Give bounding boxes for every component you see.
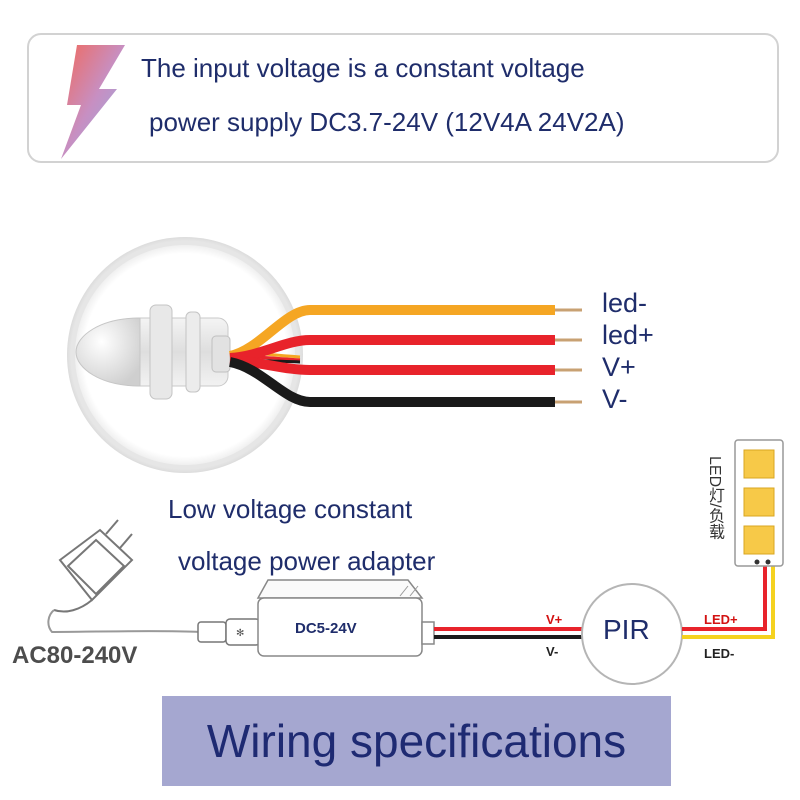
info-banner: The input voltage is a constant voltage … <box>27 33 779 163</box>
svg-text:✻: ✻ <box>236 628 244 639</box>
footer-banner: Wiring specifications <box>162 696 671 786</box>
label-v-plus: V+ <box>546 612 563 627</box>
sensor-wire-bundle <box>228 305 582 407</box>
adapter-title-line-2: voltage power adapter <box>178 546 436 576</box>
lightning-bolt-icon <box>61 45 125 159</box>
label-led-plus: LED+ <box>704 612 738 627</box>
pir-label: PIR <box>603 614 650 645</box>
banner-line-1: The input voltage is a constant voltage <box>141 53 585 83</box>
mains-plug-icon <box>47 519 201 634</box>
label-led-minus: LED- <box>704 646 735 661</box>
adapter-module-label: DC5-24V <box>295 620 357 637</box>
mains-voltage-label: AC80-240V <box>12 642 138 669</box>
adapter-title-line-1: Low voltage constant <box>168 494 413 524</box>
wire-label-v-minus: V- <box>602 384 628 414</box>
led-strip <box>734 439 784 567</box>
dc-adapter-module: ✻ <box>197 579 435 657</box>
wire-label-led-plus: led+ <box>602 320 654 350</box>
banner-line-2: power supply DC3.7-24V (12V4A 24V2A) <box>149 107 625 137</box>
label-v-minus: V- <box>546 644 559 659</box>
pir-module-circle <box>581 583 683 685</box>
pir-sensor-photo <box>67 237 303 473</box>
led-load-label: LED灯/负载 <box>706 456 723 540</box>
wire-label-led-minus: led- <box>602 288 648 318</box>
supply-wires <box>434 627 590 639</box>
wire-v-minus <box>228 357 555 407</box>
footer-title: Wiring specifications <box>206 715 627 767</box>
wire-label-v-plus: V+ <box>602 352 636 382</box>
led-wires <box>682 566 775 639</box>
